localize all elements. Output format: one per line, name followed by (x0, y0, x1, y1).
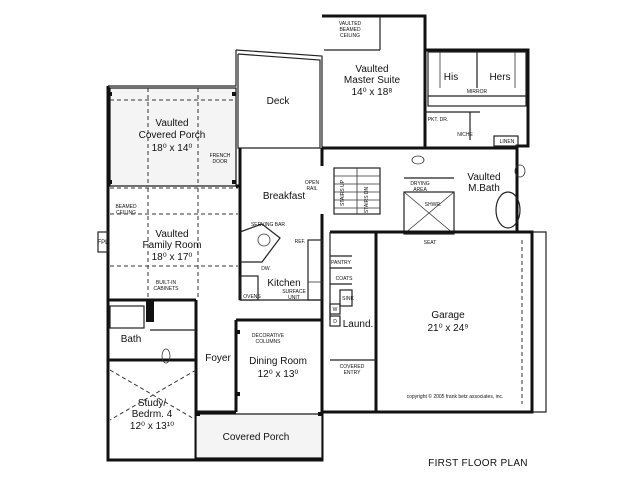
beamed-ceiling-note-2: CEILING (116, 210, 136, 216)
decorative-columns-note-2: COLUMNS (255, 339, 281, 345)
study-line1: Study/ (138, 398, 167, 409)
coats-note: COATS (336, 276, 354, 282)
covered-porch-label: Covered Porch (223, 432, 290, 443)
deck (237, 53, 321, 149)
surface-unit-note-1: SURFACE (282, 289, 306, 295)
study-line2: Bedrm. 4 (132, 409, 173, 420)
shower-note: SHWR. (425, 202, 442, 208)
master-bath (380, 146, 526, 235)
pantry-note: PANTRY (331, 260, 351, 266)
front-covered-porch (195, 412, 323, 459)
breakfast-label: Breakfast (263, 191, 305, 202)
vaulted-master-suite-line1: Vaulted (355, 64, 388, 75)
family-room (97, 187, 238, 300)
seat-note: SEAT (424, 240, 437, 246)
serving-bar-note: SERVING BAR (251, 222, 285, 228)
niche-note: NICHE (457, 132, 473, 138)
vaulted-covered-porch-line1: Vaulted (155, 118, 188, 129)
open-rail-note-1: OPEN (305, 180, 320, 186)
kitchen-label: Kitchen (267, 278, 300, 289)
drying-area-note-1: DRYING (410, 181, 429, 187)
kitchen (239, 223, 323, 301)
stairs-up-note: STAIRS UP (340, 179, 346, 206)
washer-note: W (333, 307, 338, 313)
refrigerator-note: REF. (295, 239, 306, 245)
vaulted-master-suite-dimensions: 14⁰ x 18⁸ (351, 87, 392, 98)
vaulted-covered-porch-dimensions: 18⁰ x 14⁰ (152, 143, 193, 154)
copyright-note: copyright © 2005 frank betz associates, … (407, 393, 504, 400)
interior-walls (108, 148, 517, 412)
vaulted-m-bath-line1: Vaulted (467, 172, 500, 183)
stairs (333, 167, 381, 215)
vaulted-family-room-line1: Vaulted (155, 229, 188, 240)
built-in-cabinets-note-1: BUILT-IN (156, 280, 177, 286)
built-in-cabinets-note-2: CABINETS (153, 286, 179, 292)
foyer-dining (236, 330, 240, 396)
garage-dimensions: 21⁰ x 24⁹ (427, 323, 468, 334)
bath-label: Bath (121, 334, 142, 345)
vaulted-m-bath-line2: M.Bath (468, 183, 500, 194)
decorative-columns-note-1: DECORATIVE (252, 333, 285, 339)
vaulted-beamed-ceiling-note-2: BEAMED (339, 27, 361, 33)
dining-room-dimensions: 12⁰ x 13⁰ (258, 369, 299, 380)
dryer-note: D (333, 319, 337, 325)
mirror-note: MIRROR (467, 89, 488, 95)
open-rail-note-2: RAIL (306, 186, 317, 192)
dishwasher-note: DW. (261, 266, 270, 272)
french-door-note-2: DOOR (213, 159, 228, 165)
vaulted-master-suite-line2: Master Suite (344, 75, 401, 86)
vaulted-family-room-dimensions: 18⁰ x 17⁰ (152, 252, 193, 263)
vaulted-covered-porch-line2: Covered Porch (139, 130, 206, 141)
beamed-ceiling-note-1: BEAMED (115, 204, 137, 210)
vaulted-covered-porch (108, 87, 237, 187)
ovens-note: OVENS (243, 294, 261, 300)
study-dimensions: 12⁰ x 13¹⁰ (130, 421, 174, 432)
sink-note: SINK (342, 296, 354, 302)
pocket-door-note: PKT. DR. (428, 117, 449, 123)
linen-note: LINEN (500, 139, 515, 145)
his-closet-label: His (444, 72, 458, 83)
vaulted-family-room-line2: Family Room (143, 240, 202, 251)
plan-title: FIRST FLOOR PLAN (428, 458, 528, 469)
bath-study (109, 300, 197, 421)
laundry-label: Laund. (343, 319, 374, 330)
covered-entry-note-2: ENTRY (344, 370, 362, 376)
closets (424, 51, 527, 140)
french-door-note-1: FRENCH (210, 153, 231, 159)
garage-label: Garage (431, 310, 465, 321)
covered-entry-note-1: COVERED (340, 364, 365, 370)
foyer-label: Foyer (205, 353, 231, 364)
deck-label: Deck (267, 96, 291, 107)
utility-rooms (329, 255, 353, 327)
vaulted-beamed-ceiling-note-1: VAULTED (339, 21, 362, 27)
master-suite (322, 16, 427, 150)
hers-closet-label: Hers (489, 72, 510, 83)
dining-room-label: Dining Room (249, 356, 307, 367)
stairs-down-note: STAIRS DN (364, 186, 370, 213)
drying-area-note-2: AREA (413, 187, 427, 193)
vaulted-beamed-ceiling-note-3: CEILING (340, 33, 360, 39)
fireplace-note: FPL (97, 240, 109, 246)
surface-unit-note-2: UNIT (288, 295, 300, 301)
